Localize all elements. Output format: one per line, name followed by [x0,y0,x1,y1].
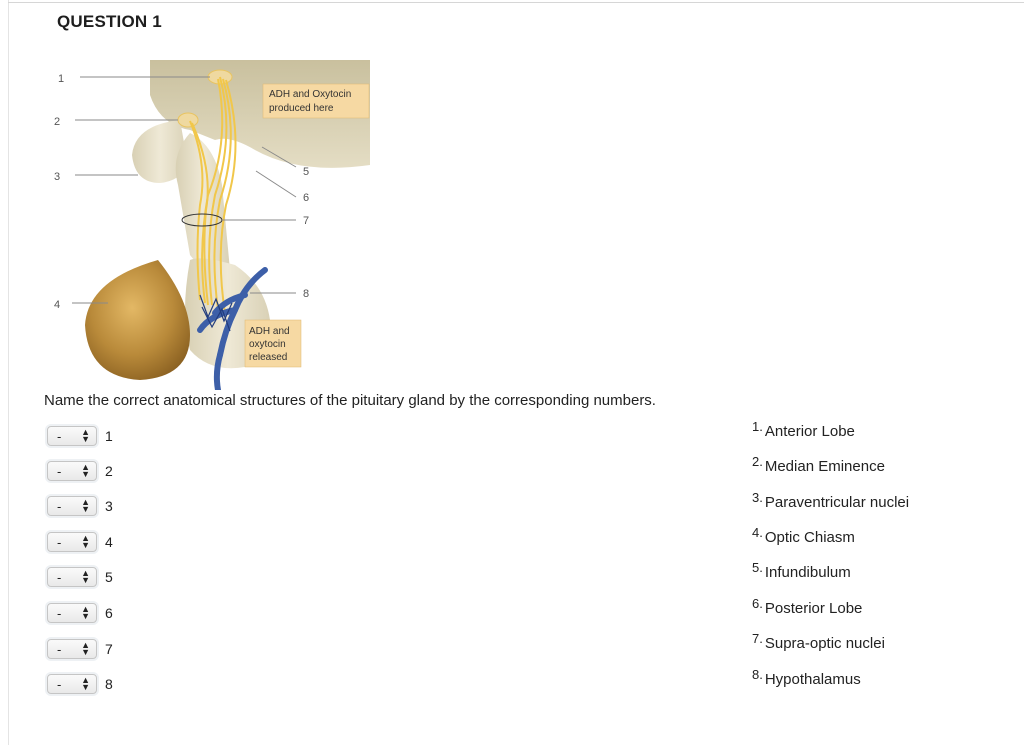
answer-text: Paraventricular nuclei [765,494,909,511]
answer-option: 1.Anterior Lobe [752,423,855,440]
match-number: 1 [105,428,113,444]
figure-label-8: 8 [303,288,309,300]
figure-label-6: 6 [303,192,309,204]
answer-text: Anterior Lobe [765,423,855,440]
anterior-lobe-shape [85,260,190,380]
answer-text: Infundibulum [765,564,851,581]
select-value: - [57,499,61,514]
answer-number: 1. [752,419,763,434]
answer-number: 8. [752,667,763,682]
answer-option: 4.Optic Chiasm [752,529,855,546]
select-value: - [57,464,61,479]
figure-label-3: 3 [54,171,60,183]
answer-text: Supra-optic nuclei [765,635,885,652]
question-title: QUESTION 1 [57,12,162,32]
match-row: - ▲▼ 7 [47,638,113,660]
match-number: 4 [105,534,113,550]
select-arrows-icon: ▲▼ [81,464,90,478]
answer-number: 6. [752,596,763,611]
match-number: 6 [105,605,113,621]
figure-label-1: 1 [58,73,64,85]
instruction-text: Name the correct anatomical structures o… [44,392,656,409]
select-arrows-icon: ▲▼ [81,677,90,691]
match-row: - ▲▼ 6 [47,602,113,624]
answer-text: Median Eminence [765,458,885,475]
answer-text: Optic Chiasm [765,529,855,546]
select-arrows-icon: ▲▼ [81,606,90,620]
answer-option: 7.Supra-optic nuclei [752,635,885,652]
answer-select[interactable]: - ▲▼ [47,639,97,659]
select-arrows-icon: ▲▼ [81,499,90,513]
answer-number: 7. [752,631,763,646]
match-number: 3 [105,498,113,514]
answer-select[interactable]: - ▲▼ [47,674,97,694]
match-row: - ▲▼ 3 [47,495,113,517]
select-value: - [57,429,61,444]
select-value: - [57,642,61,657]
answer-option: 2.Median Eminence [752,458,885,475]
answer-option: 6.Posterior Lobe [752,600,862,617]
match-number: 5 [105,569,113,585]
answer-text: Posterior Lobe [765,600,863,617]
answer-select[interactable]: - ▲▼ [47,496,97,516]
answer-select[interactable]: - ▲▼ [47,426,97,446]
select-value: - [57,535,61,550]
match-number: 7 [105,641,113,657]
select-value: - [57,570,61,585]
answer-select[interactable]: - ▲▼ [47,567,97,587]
figure-label-2: 2 [54,116,60,128]
match-number: 8 [105,676,113,692]
match-row: - ▲▼ 8 [47,673,113,695]
match-row: - ▲▼ 2 [47,460,113,482]
figure-label-4: 4 [54,299,60,311]
answer-option: 3.Paraventricular nuclei [752,494,909,511]
answer-number: 4. [752,525,763,540]
figure-label-5: 5 [303,166,309,178]
answer-number: 2. [752,454,763,469]
select-arrows-icon: ▲▼ [81,535,90,549]
answer-select[interactable]: - ▲▼ [47,461,97,481]
select-value: - [57,677,61,692]
select-value: - [57,606,61,621]
answer-number: 5. [752,560,763,575]
supraoptic-nucleus-shape [178,113,198,127]
answer-text: Hypothalamus [765,671,861,688]
figure-label-7: 7 [303,215,309,227]
answer-number: 3. [752,490,763,505]
select-arrows-icon: ▲▼ [81,429,90,443]
select-arrows-icon: ▲▼ [81,642,90,656]
question-top-border [8,2,1024,3]
page-left-border [8,0,9,745]
match-row: - ▲▼ 4 [47,531,113,553]
answer-option: 8.Hypothalamus [752,671,861,688]
answer-option: 5.Infundibulum [752,564,851,581]
match-row: - ▲▼ 5 [47,566,113,588]
answer-select[interactable]: - ▲▼ [47,603,97,623]
match-number: 2 [105,463,113,479]
answer-select[interactable]: - ▲▼ [47,532,97,552]
match-row: - ▲▼ 1 [47,425,113,447]
select-arrows-icon: ▲▼ [81,570,90,584]
